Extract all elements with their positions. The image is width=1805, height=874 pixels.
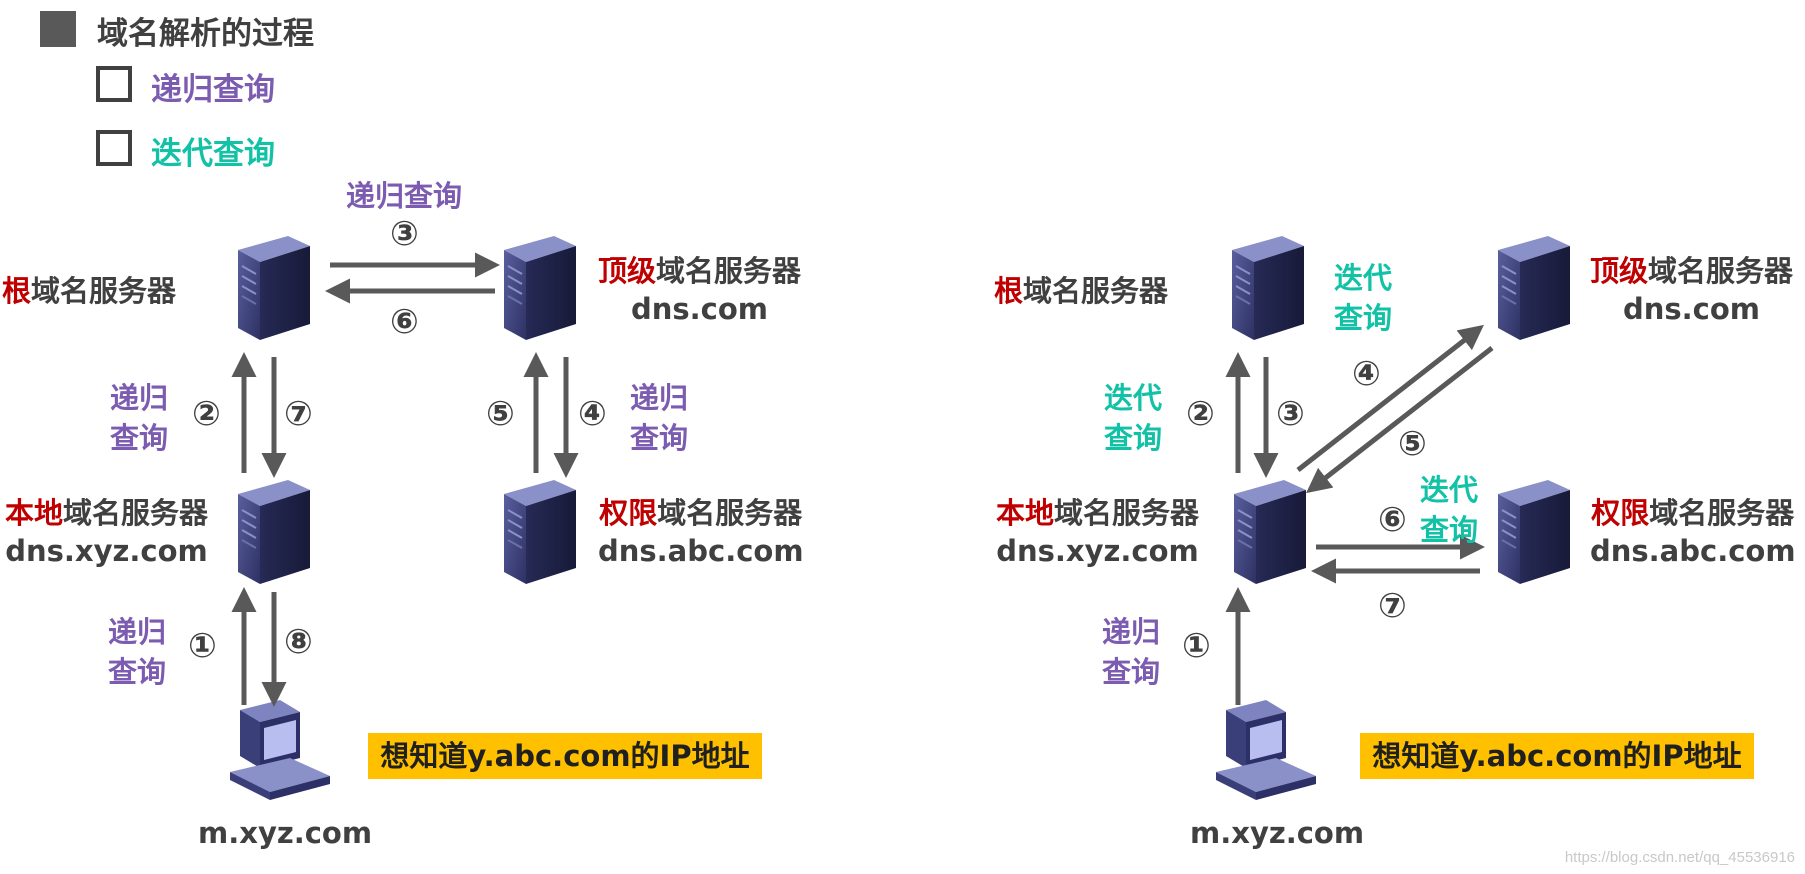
right-tld-server-label: 顶级域名服务器 dns.com [1590, 254, 1794, 326]
left-auth-server-icon [503, 479, 577, 585]
right-local-host: dns.xyz.com [996, 534, 1199, 568]
left-step-6: ⑥ [390, 302, 419, 342]
right-arrow-5 [1306, 346, 1494, 494]
right-step-7: ⑦ [1378, 586, 1407, 626]
left-query-label-1: 递归查询 [108, 615, 167, 689]
left-query-label-2: 递归查询 [110, 381, 169, 455]
left-step-3: ③ [390, 214, 419, 254]
left-step-5: ⑤ [486, 394, 515, 434]
left-auth-server-label: 权限域名服务器 dns.abc.com [598, 496, 804, 568]
left-step-7: ⑦ [284, 394, 313, 434]
right-root-server-icon [1231, 235, 1305, 341]
left-top-query-label: 递归查询 [346, 179, 463, 213]
right-iter-label-top: 迭代查询 [1334, 261, 1393, 335]
right-step-3: ③ [1276, 394, 1305, 434]
right-rec-label: 递归查询 [1102, 615, 1161, 689]
left-step-8: ⑧ [284, 622, 313, 662]
left-root-server-label: 根域名服务器 [2, 274, 177, 308]
right-step-1: ① [1182, 626, 1211, 666]
left-local-server-icon [237, 479, 311, 585]
left-tld-host: dns.com [631, 292, 769, 326]
left-client-label: m.xyz.com [198, 816, 373, 850]
page-title: 域名解析的过程 [97, 16, 314, 52]
left-client-computer-icon [230, 700, 330, 800]
left-query-note: 想知道y.abc.com的IP地址 [368, 733, 762, 779]
right-client-computer-icon [1216, 700, 1316, 800]
right-step-4: ④ [1352, 354, 1381, 394]
right-query-note: 想知道y.abc.com的IP地址 [1360, 733, 1754, 779]
right-auth-host: dns.abc.com [1590, 534, 1796, 568]
left-step-4: ④ [578, 394, 607, 434]
right-tld-host: dns.com [1623, 292, 1761, 326]
left-auth-host: dns.abc.com [598, 534, 804, 568]
left-tld-server-label: 顶级域名服务器 dns.com [598, 254, 802, 326]
left-step-2: ② [192, 394, 221, 434]
header-bullet [40, 11, 76, 47]
right-step-6: ⑥ [1378, 500, 1407, 540]
right-root-server-label: 根域名服务器 [994, 274, 1169, 308]
left-local-server-label: 本地域名服务器 dns.xyz.com [5, 496, 209, 568]
right-client-label: m.xyz.com [1190, 816, 1365, 850]
left-tld-server-icon [503, 235, 577, 341]
right-auth-server-label: 权限域名服务器 dns.abc.com [1590, 496, 1796, 568]
right-iter-label-left: 迭代查询 [1104, 381, 1163, 455]
recursive-checkbox[interactable] [96, 66, 132, 102]
right-step-5: ⑤ [1398, 424, 1427, 464]
watermark: https://blog.csdn.net/qq_45536916 [1564, 849, 1795, 866]
right-local-server-label: 本地域名服务器 dns.xyz.com [996, 496, 1200, 568]
left-root-server-icon [237, 235, 311, 341]
iterative-query-label: 迭代查询 [151, 136, 275, 172]
right-tld-server-icon [1497, 235, 1571, 341]
left-local-host: dns.xyz.com [5, 534, 208, 568]
left-query-label-4: 递归查询 [630, 381, 689, 455]
right-local-server-icon [1233, 479, 1307, 585]
right-auth-server-icon [1497, 479, 1571, 585]
iterative-checkbox[interactable] [96, 130, 132, 166]
recursive-query-label: 递归查询 [151, 72, 275, 108]
right-step-2: ② [1186, 394, 1215, 434]
right-arrow-4 [1296, 324, 1484, 472]
right-iter-label-auth: 迭代查询 [1420, 473, 1479, 547]
left-step-1: ① [188, 626, 217, 666]
